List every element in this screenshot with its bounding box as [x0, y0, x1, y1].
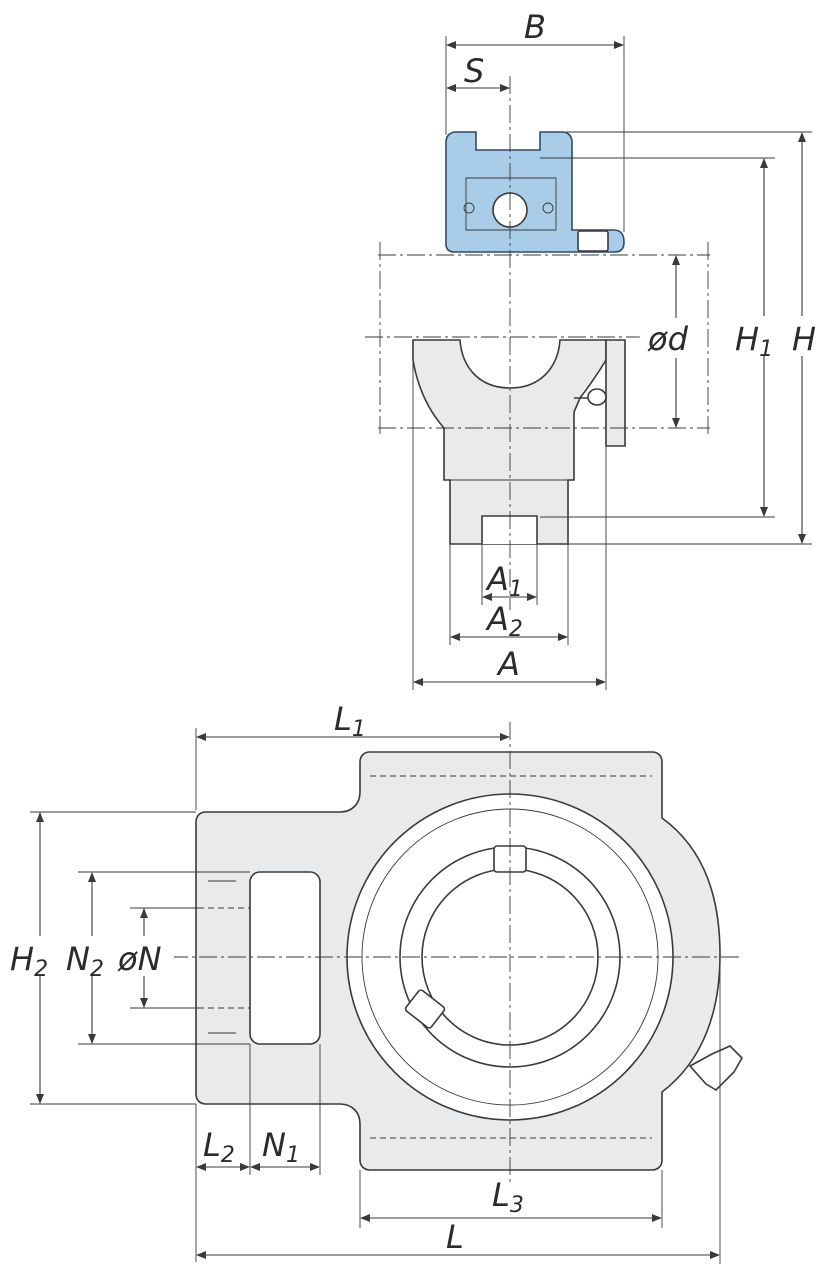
front-view: [170, 722, 743, 1186]
bottom-slot: [481, 515, 538, 544]
housing-body: [412, 339, 607, 545]
label-H1: H1: [735, 320, 773, 362]
grease-nipple-front: [688, 1045, 743, 1092]
side-view-dimensions: B S H1 H ød A1 A2 A: [412, 8, 829, 690]
label-A2: A2: [485, 600, 523, 642]
label-phiN: øN: [117, 940, 162, 978]
label-H2: H2: [10, 940, 48, 982]
label-d: ød: [647, 320, 689, 358]
label-A1: A1: [485, 560, 523, 602]
label-L1: L1: [334, 700, 366, 742]
label-N2: N2: [66, 940, 104, 982]
grease-nipple-side: [587, 388, 607, 406]
label-S: S: [464, 52, 484, 90]
front-view-dimensions: L1 H2 N2 øN L2 N1 L3 L: [6, 700, 721, 1264]
slot-block: [249, 871, 321, 1045]
bearing-insert-blue[interactable]: [445, 131, 625, 253]
side-view: [365, 76, 710, 610]
label-L3: L3: [492, 1176, 524, 1218]
set-screw: [577, 230, 609, 252]
label-B: B: [524, 8, 546, 46]
label-H: H: [792, 320, 816, 358]
label-L2: L2: [203, 1126, 235, 1168]
left-screw: [404, 989, 446, 1029]
label-L: L: [446, 1218, 464, 1256]
label-N1: N1: [262, 1126, 300, 1168]
label-A: A: [496, 645, 520, 683]
